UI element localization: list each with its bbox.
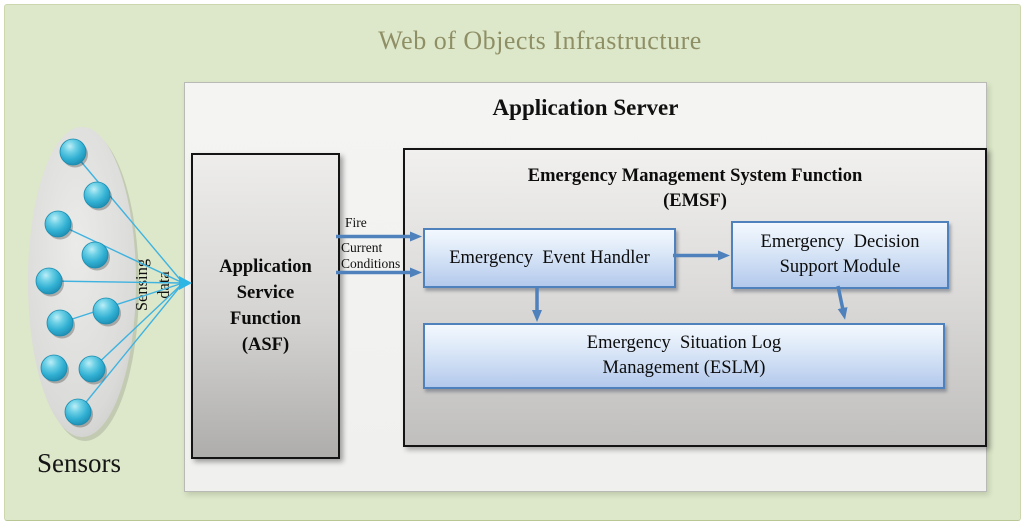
emergency-situation-log-box: Emergency Situation Log Management (ESLM… <box>423 323 945 389</box>
asf-line: (ASF) <box>241 335 290 355</box>
fire-arrow-label: Fire <box>345 215 367 230</box>
edsm-line1: Emergency Decision <box>760 232 920 252</box>
page-title: Web of Objects Infrastructure <box>378 26 702 55</box>
emergency-event-handler-box: Emergency Event Handler <box>423 228 676 288</box>
emergency-decision-support-box: Emergency Decision Support Module <box>731 221 949 289</box>
conditions-line2: Conditions <box>341 256 401 271</box>
sensing-line1: Sensing <box>132 258 151 312</box>
sensors-caption: Sensors <box>37 448 122 478</box>
asf-label: Application Service Function (ASF) <box>219 254 312 358</box>
application-server-title: Application Server <box>492 95 679 120</box>
emsf-title-line1: Emergency Management System Function <box>527 166 863 186</box>
conditions-line1: Current <box>341 240 383 255</box>
asf-line: Application <box>219 257 312 277</box>
emergency-situation-log-label: Emergency Situation Log Management (ESLM… <box>587 331 781 381</box>
emsf-title: Emergency Management System Function (EM… <box>405 164 985 214</box>
current-conditions-arrow-label: Current Conditions <box>341 240 400 272</box>
sensing-data-label: Sensing data <box>131 235 177 335</box>
edsm-line2: Support Module <box>779 257 901 277</box>
asf-box: Application Service Function (ASF) <box>191 153 340 459</box>
eslm-line1: Emergency Situation Log <box>586 333 782 353</box>
emergency-event-handler-label: Emergency Event Handler <box>449 247 650 268</box>
emsf-box: Emergency Management System Function (EM… <box>403 148 987 447</box>
emsf-title-line2: (EMSF) <box>663 191 727 211</box>
eslm-line2: Management (ESLM) <box>602 358 766 378</box>
asf-line: Service <box>236 283 295 303</box>
asf-line: Function <box>230 309 301 329</box>
emergency-decision-support-label: Emergency Decision Support Module <box>761 230 920 280</box>
sensing-line2: data <box>154 271 173 299</box>
